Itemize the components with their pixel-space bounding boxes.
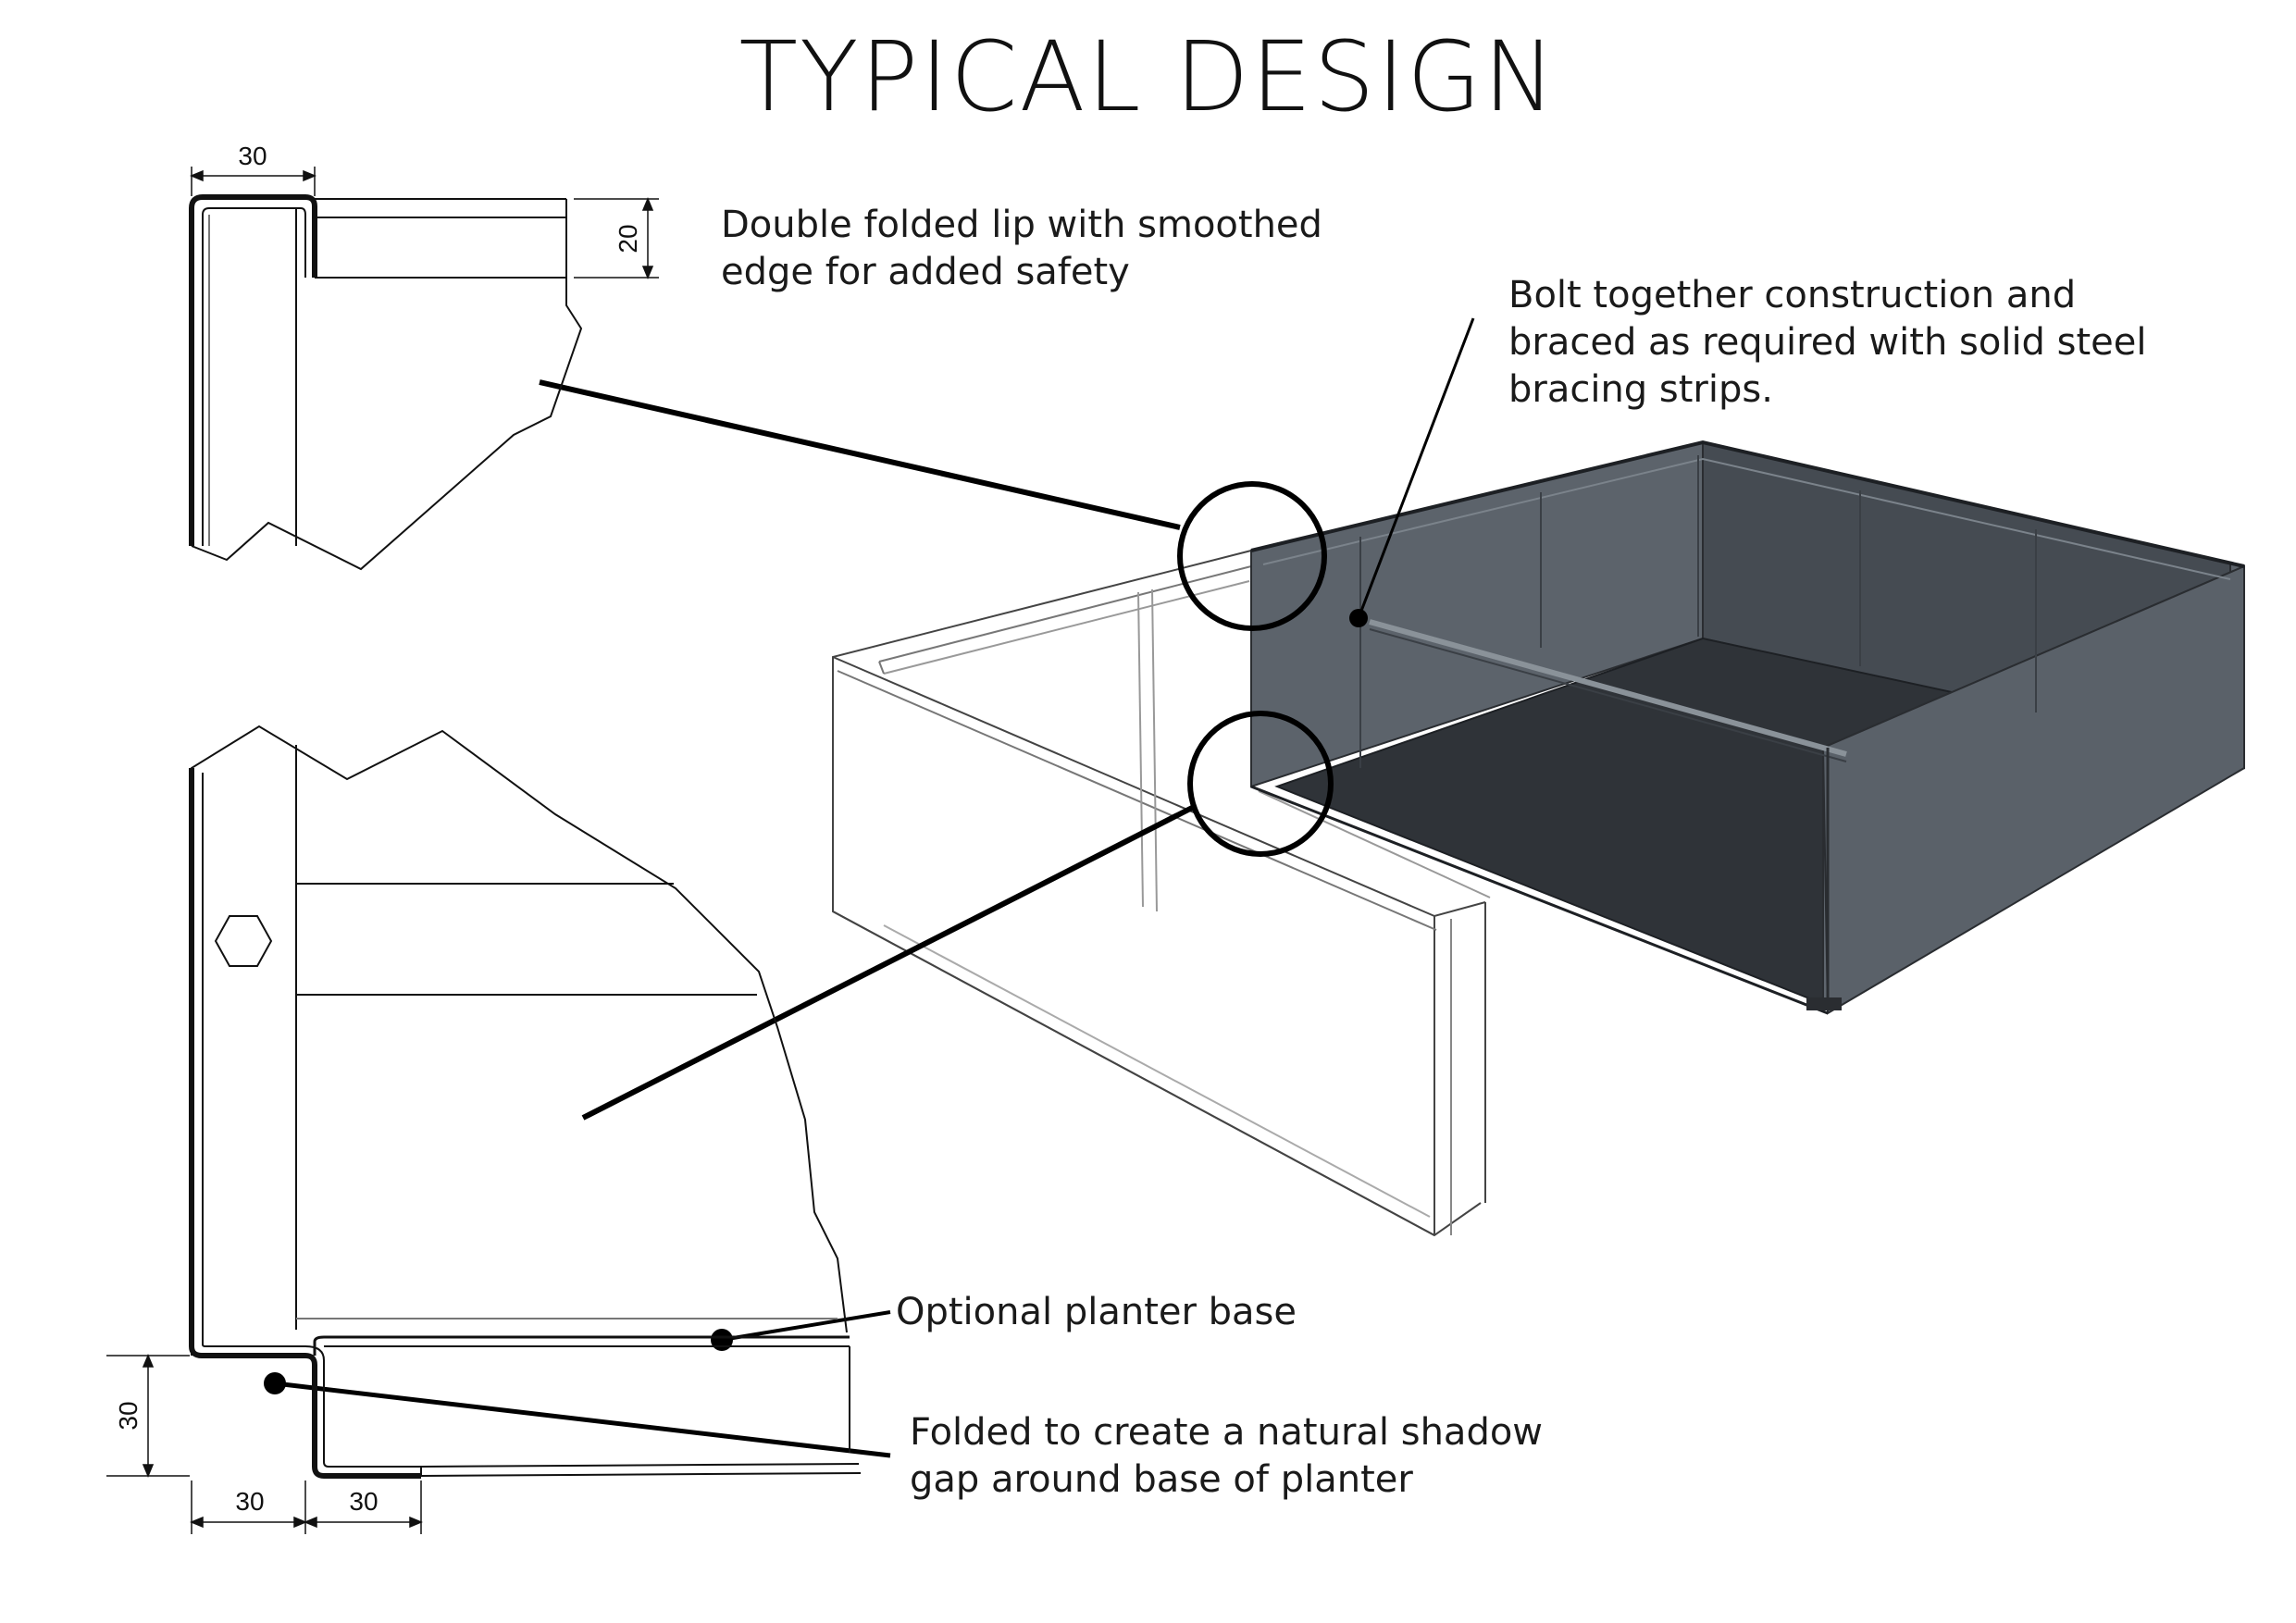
base-option-leader-dot [711,1329,733,1351]
dim-lip-height: 20 [614,224,642,253]
base-dimensions [106,1354,423,1534]
dim-base-height: 30 [114,1401,143,1430]
base-detail-callout-circle [1187,711,1334,857]
bolt-annotation: Bolt together construction and braced as… [1508,274,2147,411]
shadow-gap-leader-dot [264,1372,286,1394]
base-section-detail [189,725,862,1479]
base-leader-line [581,804,1196,1121]
planter-3d-view [832,440,2245,1237]
bracing-strip [1369,619,1847,757]
dim-lip-width: 30 [238,142,267,170]
planter-right-end-wall [1821,564,2245,1015]
planter-steel-section [1250,440,2245,1015]
page-title: TYPICAL DESIGN [738,20,1558,133]
bolt-leader-line [1357,317,1475,619]
shadow-gap-leader-line [274,1381,891,1458]
planter-transparent-section [832,550,1491,1237]
lip-section-detail [189,194,583,571]
shadow-gap-annotation: Folded to create a natural shadow gap ar… [910,1411,1544,1501]
bolt-hex-icon [214,915,273,967]
dim-base-width-right: 30 [349,1487,378,1516]
lip-annotation: Double folded lip with smoothed edge for… [721,204,1322,293]
lip-leader-line [539,379,1181,530]
lip-dimensions [190,167,659,279]
leader-lines [264,317,1475,1458]
base-annotation: Optional planter base [896,1291,1297,1333]
dim-base-width-left: 30 [235,1487,264,1516]
bolt-leader-dot [1349,609,1368,627]
base-option-leader-line [721,1310,891,1342]
lip-detail-callout-circle [1177,481,1327,631]
